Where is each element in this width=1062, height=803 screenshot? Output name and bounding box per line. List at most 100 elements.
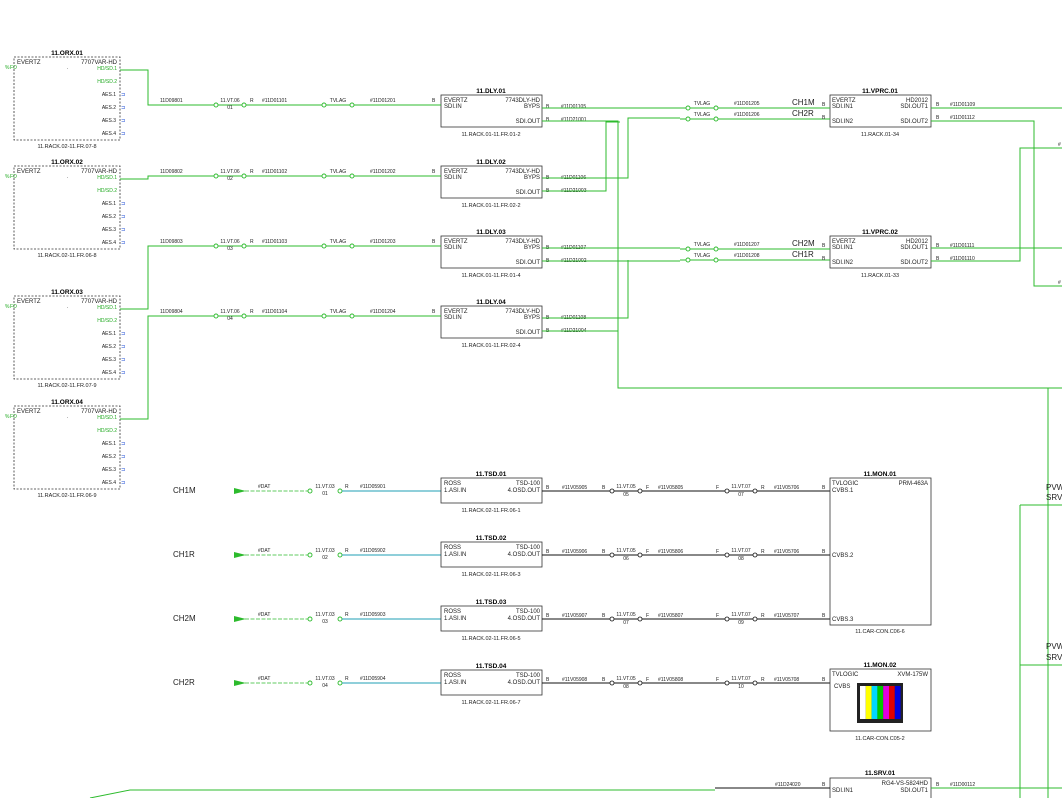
vt-label: 11.VT.05 xyxy=(616,676,636,682)
code-label: #11D01105 xyxy=(561,104,586,110)
port-letter: B xyxy=(546,104,550,110)
mon2-maker: TVLOGIC xyxy=(832,672,859,678)
dly-sdi-in: SDI.IN xyxy=(444,175,462,181)
vt-connector-icon xyxy=(337,488,343,494)
color-bar xyxy=(860,686,866,719)
code-label: #11D01101 xyxy=(262,98,287,104)
code-label: #11V05906 xyxy=(562,549,587,555)
aes-connector-icon: ⊐ xyxy=(121,467,125,473)
bottom-wire xyxy=(89,789,715,799)
vt-connector-icon xyxy=(337,680,343,686)
orx-port-aes: AES.3 xyxy=(102,118,116,124)
vt-number: 06 xyxy=(623,556,629,562)
vt-connector-icon xyxy=(213,243,219,249)
orx-port-aes: AES.2 xyxy=(102,105,116,111)
tvl-connector-icon xyxy=(685,116,691,122)
orx-port-aes: AES.3 xyxy=(102,227,116,233)
cable-label: 11D09803 xyxy=(160,239,183,245)
vprc-out1: SDI.OUT1 xyxy=(900,104,928,110)
channel-label: CH1M xyxy=(792,98,815,107)
bnc-connector-icon xyxy=(609,616,615,622)
mon2-in: CVBS xyxy=(834,684,850,690)
port-letter: F xyxy=(716,549,719,555)
fiber-icon: % xyxy=(5,174,10,180)
mon1-maker: TVLOGIC xyxy=(832,481,859,487)
tvl-connector-icon xyxy=(685,257,691,263)
vprc-in1: SDI.IN1 xyxy=(832,104,854,110)
srv-out: SDI.OUT1 xyxy=(900,788,928,794)
orx-title: 11.ORX.02 xyxy=(51,159,83,166)
vprc-title: 11.VPRC.01 xyxy=(862,88,898,95)
fiber-icon: % xyxy=(5,65,10,71)
orx-port-aes: AES.2 xyxy=(102,214,116,220)
tvl-connector-icon xyxy=(713,116,719,122)
vt-label: 11.VT.06 xyxy=(220,98,240,104)
code-label: #11D05903 xyxy=(360,612,386,618)
vprc-out2: SDI.OUT2 xyxy=(900,260,928,266)
tvl-connector-icon xyxy=(321,313,327,319)
orx-port-aes: AES.1 xyxy=(102,441,116,447)
aes-connector-icon: ⊐ xyxy=(121,370,125,376)
color-bar xyxy=(894,686,901,719)
port-letter: B xyxy=(822,677,826,683)
tvl-label: TVLAG xyxy=(330,98,347,104)
channel-label: CH1M xyxy=(173,486,196,495)
vprc-location: 11.RACK.01-33 xyxy=(861,273,899,279)
orx-location: 11.RACK.02-11.FR.06-8 xyxy=(37,253,96,259)
port-letter: R xyxy=(345,484,349,490)
orx-box xyxy=(13,405,121,490)
bnc-connector-icon xyxy=(724,680,730,686)
vt-number: 03 xyxy=(227,246,233,252)
vprc1-out2-wire xyxy=(931,120,1062,287)
vt-label: 11.VT.05 xyxy=(616,484,636,490)
dly-box xyxy=(440,305,543,339)
dly-maker: EVERTZ xyxy=(444,239,468,245)
tsd-maker: ROSS xyxy=(444,609,461,615)
tvl-connector-icon xyxy=(685,246,691,252)
aes-connector-icon: ⊐ xyxy=(121,357,125,363)
code-label: #11D01203 xyxy=(370,239,396,245)
code-label: #11V05905 xyxy=(562,485,587,491)
aes-connector-icon: ⊐ xyxy=(121,92,125,98)
vt-label: 11.VT.07 xyxy=(731,612,751,618)
bnc-connector-icon xyxy=(637,616,643,622)
port-letter: B xyxy=(432,309,436,315)
code-label: #11D01109 xyxy=(950,102,975,108)
dly2-byps-wire xyxy=(542,117,680,179)
aes-connector-icon: ⊐ xyxy=(121,105,125,111)
tsd-model: TSD-100 xyxy=(516,673,541,679)
aes-connector-icon: ⊐ xyxy=(121,331,125,337)
vt-number: 08 xyxy=(738,556,744,562)
port-letter: B xyxy=(822,782,826,788)
port-letter: R xyxy=(761,485,765,491)
bnc-connector-icon xyxy=(752,680,758,686)
dly-sdi-out: SDI.OUT xyxy=(516,190,541,196)
code-label: #11V05706 xyxy=(774,549,799,555)
bnc-connector-icon xyxy=(752,488,758,494)
port-letter: F xyxy=(646,485,649,491)
aes-connector-icon: ⊐ xyxy=(121,227,125,233)
port-letter: R xyxy=(761,677,765,683)
pvw-label: PVW xyxy=(1046,483,1062,492)
code-label: #11V05807 xyxy=(658,613,683,619)
orx-port-aes: AES.2 xyxy=(102,344,116,350)
bnc-connector-icon xyxy=(637,680,643,686)
mon2-model: XVM-175W xyxy=(897,672,928,678)
mon1-location: 11.CAR-CON.C06-6 xyxy=(855,629,904,635)
orx-port-hd1: HD/SD.1 xyxy=(97,66,117,72)
dly-box xyxy=(440,165,543,199)
dly-title: 11.DLY.04 xyxy=(476,299,506,306)
tsd-model: TSD-100 xyxy=(516,545,541,551)
mon1-in1: CVBS.1 xyxy=(832,488,854,494)
dly-model: 7743DLY-HD xyxy=(505,169,540,175)
tvl-label: TVLAG xyxy=(330,309,347,315)
vt-connector-icon xyxy=(337,552,343,558)
dly-model: 7743DLY-HD xyxy=(505,98,540,104)
tsd-maker: ROSS xyxy=(444,481,461,487)
color-bar xyxy=(877,686,884,719)
dly1-out-wire xyxy=(542,120,1062,389)
orx-model: 7707VAR-HD xyxy=(81,169,118,175)
cable-label: 11D09804 xyxy=(160,309,183,315)
vprc-model: HD2012 xyxy=(906,239,929,245)
vprc-in2: SDI.IN2 xyxy=(832,119,854,125)
